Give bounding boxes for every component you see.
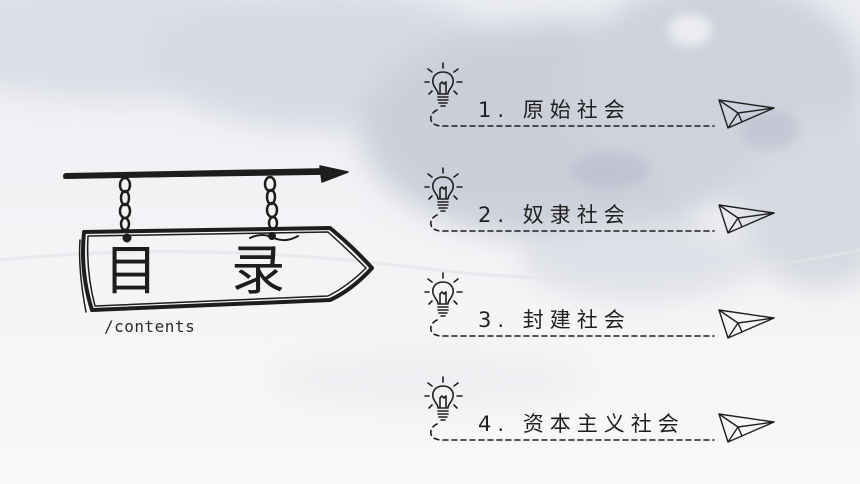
- toc-item-label: 3. 封建社会: [478, 308, 631, 332]
- lightbulb-icon: [424, 272, 775, 339]
- paper-plane-icon: [718, 309, 775, 339]
- toc-item-1[interactable]: 1. 原始社会: [424, 60, 784, 142]
- toc-item-label: 4. 资本主义社会: [478, 412, 685, 436]
- paper-plane-icon: [718, 413, 775, 443]
- paper-plane-icon: [718, 204, 775, 234]
- toc-item-label: 1. 原始社会: [478, 98, 631, 122]
- page-title: 目 录: [104, 239, 314, 302]
- lightbulb-icon: [424, 376, 775, 443]
- page-subtitle: /contents: [104, 317, 196, 336]
- toc-item-label: 2. 奴隶社会: [478, 203, 631, 227]
- toc-item-3[interactable]: 3. 封建社会: [424, 270, 784, 352]
- paper-plane-icon: [718, 99, 775, 129]
- lightbulb-icon: [424, 167, 775, 234]
- toc-item-2[interactable]: 2. 奴隶社会: [424, 165, 784, 247]
- toc-item-4[interactable]: 4. 资本主义社会: [424, 374, 784, 456]
- lightbulb-icon: [424, 62, 775, 129]
